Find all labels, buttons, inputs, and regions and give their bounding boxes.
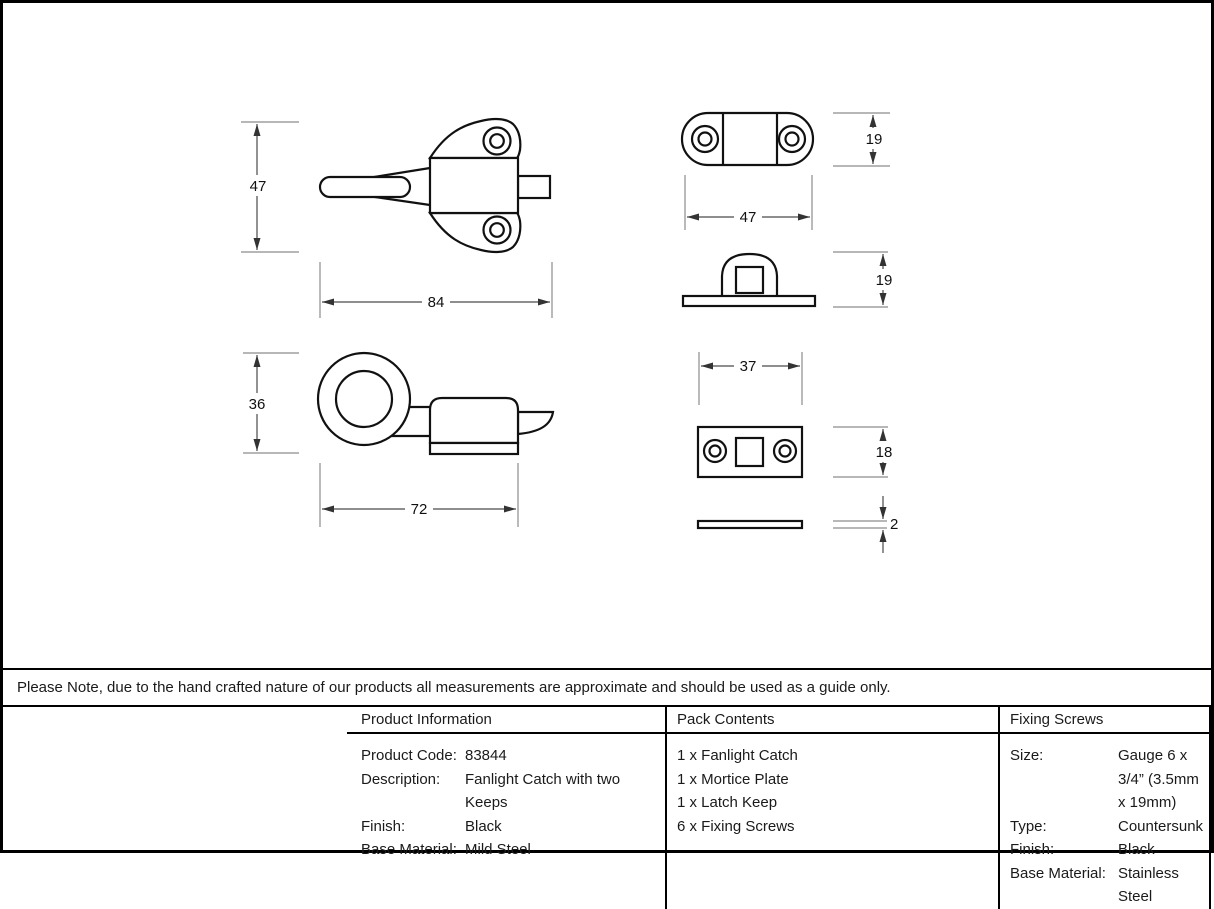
dim-latch-keep-height: 19 — [833, 251, 897, 308]
field-value: Black — [1118, 841, 1155, 858]
field-value: Fanlight Catch with two Keeps — [465, 770, 621, 812]
list-item: 1 x Fanlight Catch — [677, 747, 798, 764]
pack-contents-cell: 1 x Fanlight Catch 1 x Mortice Plate 1 x… — [667, 734, 1000, 909]
fixing-screws-cell: Size: Gauge 6 x 3/4” (3.5mm x 19mm) Type… — [1000, 734, 1211, 909]
dim-label: 18 — [876, 444, 893, 461]
note-text: Please Note, due to the hand crafted nat… — [17, 679, 891, 696]
field-label: Finish: — [361, 817, 406, 835]
latch-keep-base — [681, 294, 817, 308]
dim-label: 36 — [249, 396, 266, 413]
catch-hook — [516, 410, 555, 436]
field-value: Gauge 6 x 3/4” (3.5mm x 19mm) — [1118, 747, 1199, 811]
dim-catch-side-height: 36 — [243, 352, 299, 454]
list-item: 1 x Latch Keep — [677, 794, 778, 811]
keep-plate-slot — [734, 436, 765, 468]
ring-inner — [334, 369, 394, 429]
empty-cell — [3, 707, 347, 909]
technical-drawing: 47 84 19 47 — [241, 111, 901, 553]
catch-spindle — [516, 174, 552, 200]
field-label: Base Material: — [1010, 864, 1106, 882]
screw-hole — [778, 444, 792, 458]
field-label: Finish: — [1010, 841, 1055, 858]
dim-label: 37 — [740, 358, 757, 375]
catch-lever-handle — [318, 175, 412, 199]
column-header-fixing-screws: Fixing Screws — [1000, 707, 1211, 734]
sheet-border — [0, 0, 1214, 853]
list-item: 1 x Mortice Plate — [677, 770, 789, 788]
dim-catch-top-length: 84 — [319, 262, 553, 318]
table-row: Finish: Black — [1000, 838, 1209, 862]
dim-packer-thickness: 2 — [833, 496, 901, 553]
latch-keep-view — [681, 252, 817, 308]
table-row: Finish: Black — [347, 815, 665, 839]
field-label: Base Material: — [361, 841, 457, 858]
catch-body — [428, 156, 520, 215]
catch-top-view — [318, 117, 552, 254]
screw-hole — [708, 444, 722, 458]
screw-hole — [784, 131, 800, 147]
product-information-cell: Product Code: 83844 Description: Fanligh… — [347, 734, 667, 909]
screw-hole — [697, 131, 713, 147]
dim-label: 47 — [250, 178, 267, 195]
mortice-plate — [680, 111, 815, 167]
dim-label: 47 — [740, 209, 757, 226]
table-row: Size: Gauge 6 x 3/4” (3.5mm x 19mm) — [1000, 744, 1209, 815]
dim-mortice-plate-height: 19 — [833, 112, 890, 167]
keep-plate-view — [696, 425, 804, 479]
field-value: Stainless Steel — [1118, 864, 1179, 906]
catch-side-flange — [428, 441, 520, 456]
list-item: 6 x Fixing Screws — [677, 817, 795, 835]
field-value: 83844 — [465, 747, 507, 764]
table-row: Type: Countersunk — [1000, 815, 1209, 839]
dim-keep-plate-height: 18 — [833, 426, 897, 478]
field-label: Product Code: — [361, 747, 457, 764]
dim-keep-plate-length: 37 — [698, 352, 803, 405]
catch-side-body — [428, 396, 520, 445]
dim-catch-side-length: 72 — [319, 463, 519, 527]
screw-hole — [489, 133, 505, 149]
dim-label: 72 — [411, 501, 428, 518]
dim-catch-top-height: 47 — [241, 121, 299, 253]
table-row: Description: Fanlight Catch with two Kee… — [347, 768, 665, 815]
product-info-table: Product Information Pack Contents Fixing… — [3, 705, 1211, 909]
field-label: Type: — [1010, 817, 1047, 835]
field-value: Black — [465, 817, 502, 835]
field-label: Description: — [361, 770, 441, 788]
dim-label: 2 — [890, 516, 898, 533]
screw-hole — [489, 222, 505, 238]
latch-keep-slot — [734, 265, 765, 295]
table-row: Base Material: Mild Steel — [347, 838, 665, 862]
field-label: Size: — [1010, 747, 1044, 764]
dim-mortice-plate-length: 47 — [684, 175, 813, 230]
dim-label: 84 — [428, 294, 445, 311]
table-row: Base Material: Stainless Steel — [1000, 862, 1209, 909]
measurement-disclaimer-note: Please Note, due to the hand crafted nat… — [3, 668, 1211, 705]
dim-label: 19 — [866, 131, 883, 148]
packer-plate — [696, 519, 804, 530]
column-header-pack-contents: Pack Contents — [667, 707, 1000, 734]
table-row: Product Code: 83844 — [347, 744, 665, 768]
catch-side-view — [316, 351, 555, 456]
packer-plate-view — [696, 519, 804, 530]
field-value: Mild Steel — [465, 841, 531, 858]
column-header-product-information: Product Information — [347, 707, 667, 734]
field-value: Countersunk — [1118, 817, 1204, 835]
mortice-plate-view — [680, 111, 815, 167]
dim-label: 19 — [876, 272, 893, 289]
